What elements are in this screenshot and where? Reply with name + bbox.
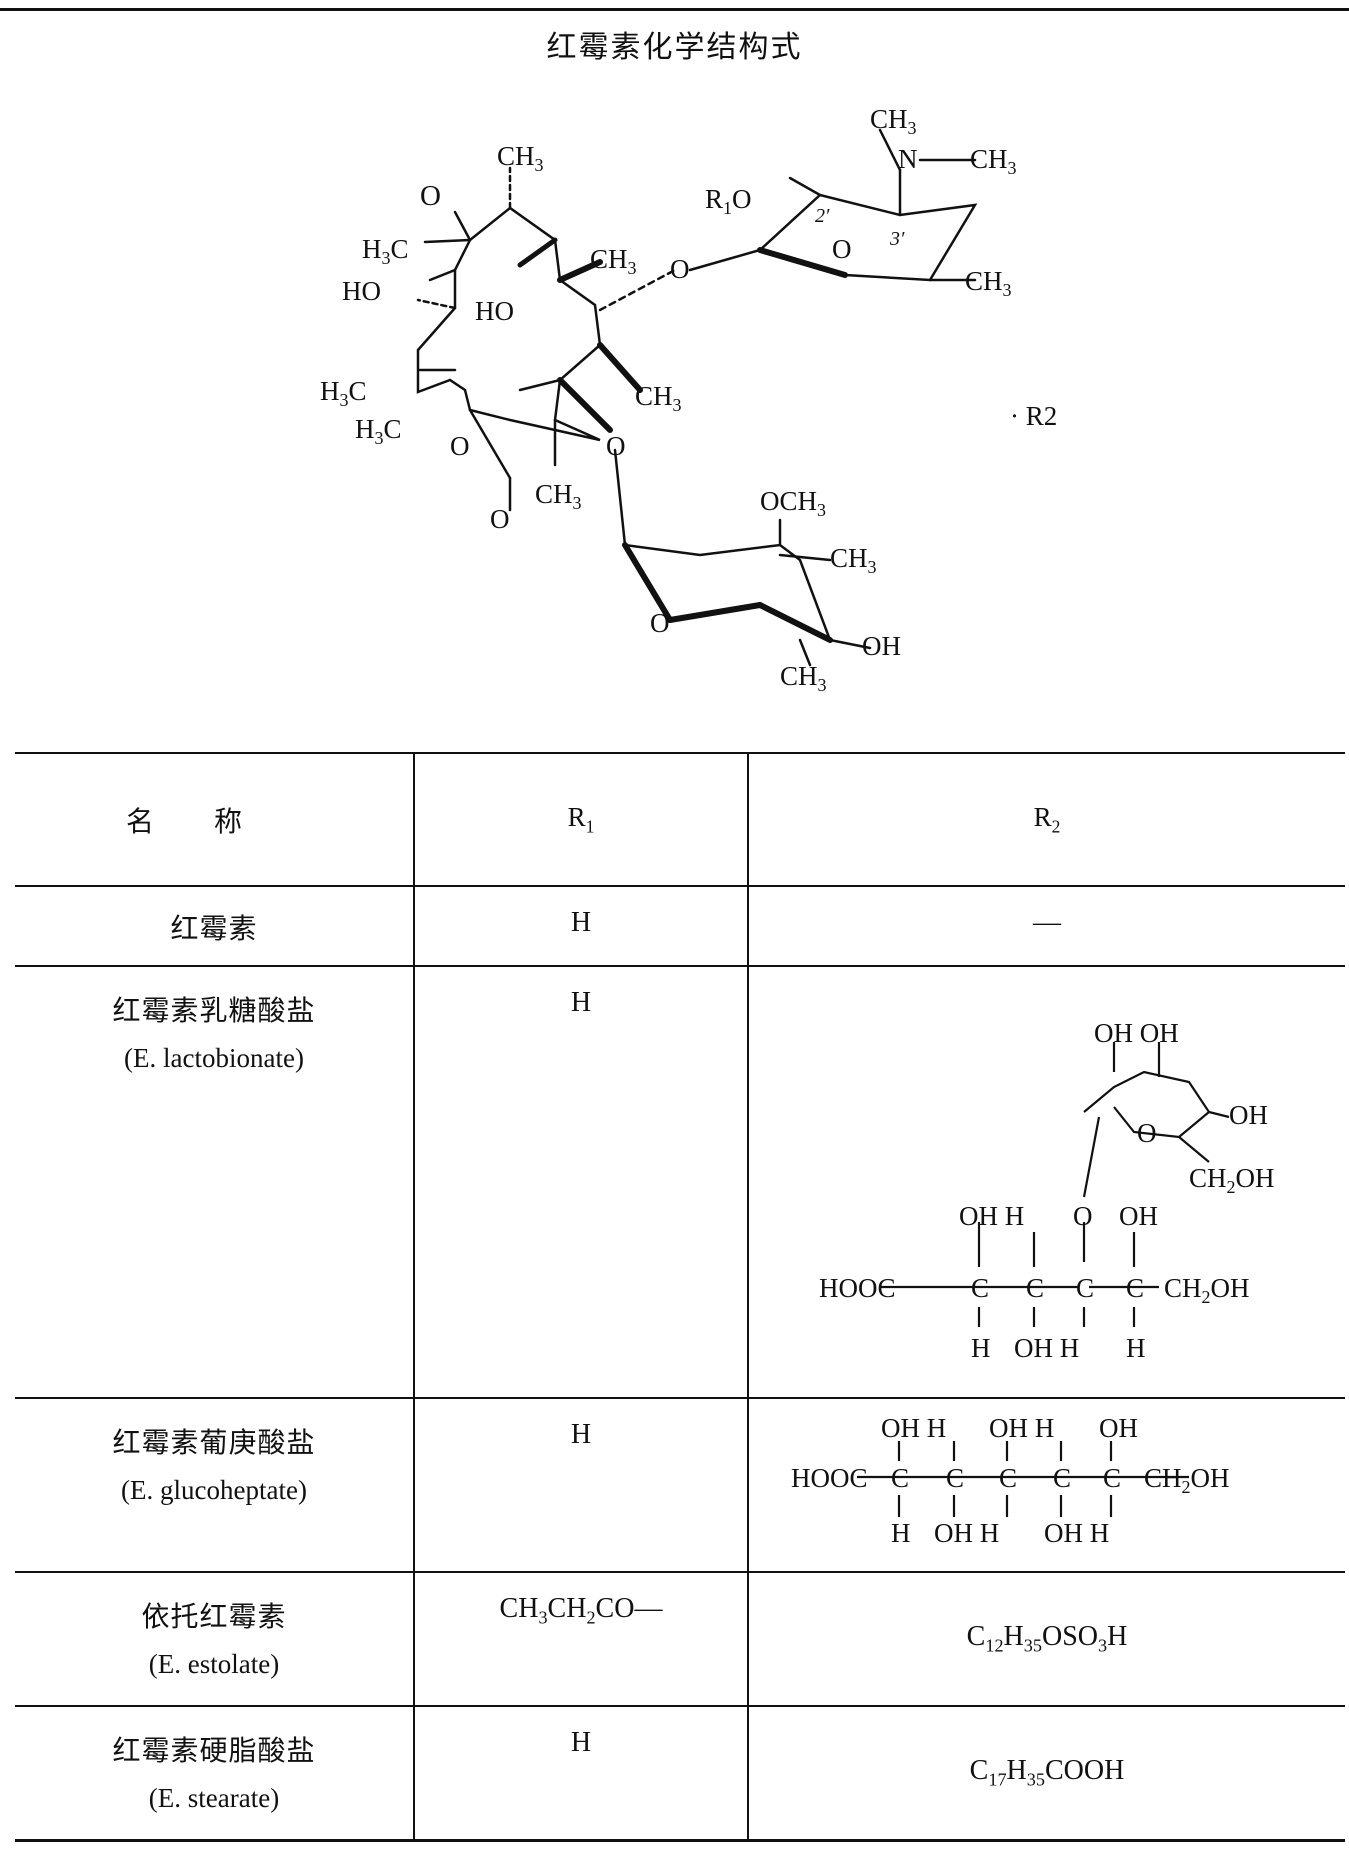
row-name-en: (E. estolate) xyxy=(148,1649,280,1679)
atom-r1o: R1O xyxy=(705,184,752,218)
row-name-cn: 红霉素乳糖酸盐 xyxy=(112,994,316,1027)
atom-h3c-1: H3C xyxy=(362,234,409,268)
atom-ch3-right: CH3 xyxy=(635,381,682,415)
atom-o-desosamine: O xyxy=(832,234,852,264)
header-r2: R2 xyxy=(748,752,1345,887)
row-r1: H xyxy=(570,1727,592,1758)
header-name: 名称 xyxy=(15,752,415,887)
atom-ch3-top: CH3 xyxy=(497,141,544,175)
atom-n: N xyxy=(898,144,918,174)
page-title: 红霉素化学结构式 xyxy=(546,30,803,65)
atom-ch3-desosamine: CH3 xyxy=(965,266,1012,300)
formula-ch2oh: CH2OH xyxy=(1144,1463,1230,1497)
atom-ch3-cladinose-2: CH3 xyxy=(780,661,827,695)
top-rule xyxy=(0,8,1349,11)
atom-ch3-mid: CH3 xyxy=(590,244,637,278)
row-r1: H xyxy=(570,987,592,1018)
atom-ch3-n1: CH3 xyxy=(870,104,917,138)
row-name-en: (E. glucoheptate) xyxy=(121,1475,307,1505)
lactobionate-formula: OH OH OH O CH2OH OH H O OH HOOC C C C C … xyxy=(819,1018,1275,1363)
svg-text:OH H: OH H xyxy=(1044,1518,1109,1548)
derivatives-table: 名称 R1 R2 红霉素 H — 红霉素乳糖酸盐 (E. lactobionat… xyxy=(15,752,1345,1842)
row-name-en: (E. lactobionate) xyxy=(124,1043,304,1073)
formula-o: O xyxy=(1137,1118,1157,1148)
formula-o: O xyxy=(1073,1201,1093,1231)
atom-pos2: 2′ xyxy=(815,205,830,227)
formula-hooc: HOOC xyxy=(791,1463,868,1493)
formula-ohh: OH H xyxy=(959,1201,1024,1231)
header-r1: R1 xyxy=(414,752,749,887)
row-r2: — xyxy=(1033,907,1061,938)
table-row: 红霉素 H — xyxy=(15,886,1345,967)
atom-o-glyco: O xyxy=(606,431,626,461)
atom-ho-2: HO xyxy=(475,296,514,326)
row-r2: C12H35OSO3H xyxy=(966,1621,1128,1656)
svg-text:C: C xyxy=(999,1463,1017,1493)
svg-text:OH H: OH H xyxy=(1014,1333,1079,1363)
table-row: 红霉素葡庚酸盐 (E. glucoheptate) H xyxy=(15,1398,1345,1573)
atom-ch3-low: CH3 xyxy=(535,479,582,513)
svg-text:C: C xyxy=(1026,1273,1044,1303)
svg-text:H: H xyxy=(891,1518,911,1548)
row-r1: H xyxy=(570,1419,592,1450)
svg-text:C: C xyxy=(946,1463,964,1493)
atom-ch3-n2: CH3 xyxy=(970,144,1017,178)
atom-h3c-3: H3C xyxy=(355,414,402,448)
svg-text:H: H xyxy=(1126,1333,1146,1363)
formula-oh: OH OH xyxy=(1094,1018,1179,1048)
table-row: 红霉素乳糖酸盐 (E. lactobionate) H xyxy=(15,966,1345,1399)
atom-o-ketone: O xyxy=(420,180,441,212)
atom-o-link: O xyxy=(670,254,690,284)
atom-o-carbonyl: O xyxy=(490,504,510,534)
atom-och3: OCH3 xyxy=(760,486,826,520)
row-name-cn: 红霉素硬脂酸盐 xyxy=(112,1734,316,1767)
svg-text:OH H: OH H xyxy=(881,1413,946,1443)
atom-o-ring: O xyxy=(450,431,470,461)
glucoheptate-formula: OH H OH H OH HOOC C C C C C CH2OH H OH H… xyxy=(791,1413,1230,1548)
row-name-cn: 红霉素 xyxy=(170,912,258,945)
derivatives-table-wrap: 名称 R1 R2 红霉素 H — 红霉素乳糖酸盐 (E. lactobionat… xyxy=(15,752,1345,1842)
row-name-cn: 依托红霉素 xyxy=(141,1600,287,1633)
svg-text:OH H: OH H xyxy=(934,1518,999,1548)
svg-text:OH H: OH H xyxy=(989,1413,1054,1443)
row-name-en: (E. stearate) xyxy=(148,1783,280,1813)
row-r1: CH3CH2CO— xyxy=(499,1593,663,1628)
table-row: 依托红霉素 (E. estolate) CH3CH2CO— C12H35OSO3… xyxy=(15,1572,1345,1707)
atom-ch3-cladinose: CH3 xyxy=(830,543,877,577)
formula-oh: OH xyxy=(1119,1201,1158,1231)
svg-text:C: C xyxy=(971,1273,989,1303)
atom-oh-cladinose: OH xyxy=(862,631,901,661)
formula-hooc: HOOC xyxy=(819,1273,896,1303)
formula-ch2oh: CH2OH xyxy=(1164,1273,1250,1307)
row-r1: H xyxy=(570,907,592,938)
formula-oh: OH xyxy=(1229,1100,1268,1130)
svg-text:C: C xyxy=(1076,1273,1094,1303)
salt-label: · R2 xyxy=(1010,401,1057,431)
atom-o-cladinose: O xyxy=(650,608,670,638)
atom-h3c-2: H3C xyxy=(320,376,367,410)
atom-ho-1: HO xyxy=(342,276,381,306)
formula-ch2oh: CH2OH xyxy=(1189,1163,1275,1197)
row-r2: C17H35COOH xyxy=(969,1754,1125,1790)
row-name-cn: 红霉素葡庚酸盐 xyxy=(112,1426,316,1459)
erythromycin-structure: CH3 O H3C HO HO CH3 H3C H3C O O CH3 CH3 … xyxy=(320,104,1057,695)
table-row: 红霉素硬脂酸盐 (E. stearate) H C17H35COOH xyxy=(15,1706,1345,1842)
svg-text:OH: OH xyxy=(1099,1413,1138,1443)
svg-text:C: C xyxy=(1103,1463,1121,1493)
svg-text:C: C xyxy=(891,1463,909,1493)
svg-text:C: C xyxy=(1053,1463,1071,1493)
table-header-row: 名称 R1 R2 xyxy=(15,752,1345,887)
atom-pos3: 3′ xyxy=(889,228,905,250)
svg-text:C: C xyxy=(1126,1273,1144,1303)
svg-text:H: H xyxy=(971,1333,991,1363)
